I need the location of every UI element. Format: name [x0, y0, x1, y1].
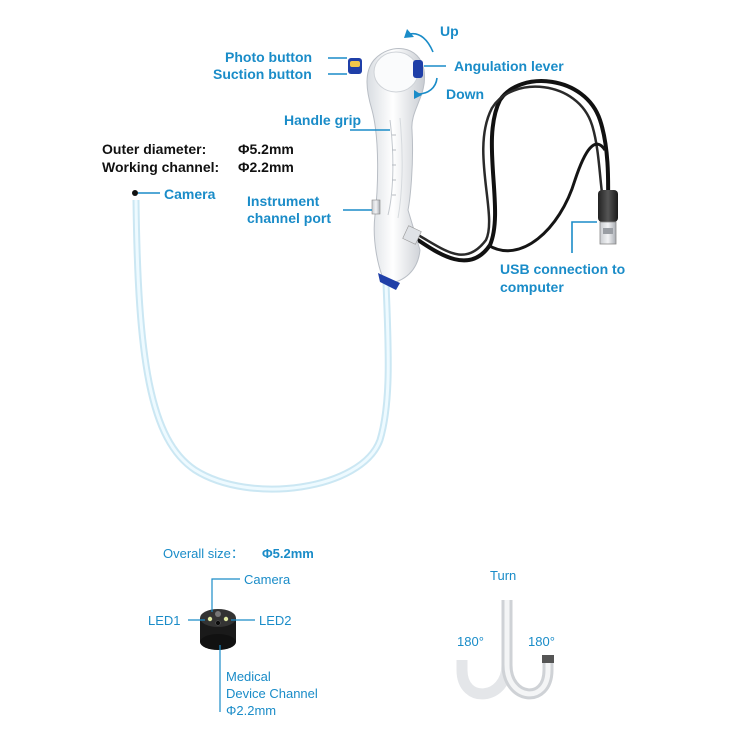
turn-detail: Turn 180° 180° [456, 568, 555, 700]
working-channel-label: Working channel: [102, 159, 219, 175]
instrument-port-label-line1: Instrument [247, 193, 320, 209]
channel-label-line1: Medical [226, 669, 271, 684]
working-channel-value: Φ2.2mm [238, 159, 294, 175]
tip-face [200, 609, 236, 627]
led2-label: LED2 [259, 613, 292, 628]
insertion-tube [132, 199, 392, 493]
endoscope-handle [348, 48, 426, 290]
angulation-lever-label: Angulation lever [454, 58, 564, 74]
led1-label: LED1 [148, 613, 181, 628]
down-arrow-icon [417, 77, 438, 95]
outer-diameter-label: Outer diameter: [102, 141, 206, 157]
turn-title: Turn [490, 568, 516, 583]
handle-grip-label: Handle grip [284, 112, 361, 128]
suction-button-label: Suction button [213, 66, 312, 82]
turn-left-angle: 180° [457, 634, 484, 649]
camera-tip-dot [132, 190, 138, 196]
usb-cable [413, 79, 611, 263]
channel-label-line2: Device Channel [226, 686, 318, 701]
photo-button-label: Photo button [225, 49, 312, 65]
instrument-port-label-line2: channel port [247, 210, 331, 226]
up-arrow-icon [409, 32, 434, 53]
tip-detail: Overall size： Φ5.2mm Camera LED1 LED2 Me… [148, 546, 318, 718]
tip-camera-label: Camera [244, 572, 291, 587]
channel-label-line3: Φ2.2mm [226, 703, 276, 718]
instrument-port-part [371, 199, 381, 215]
turn-right-angle: 180° [528, 634, 555, 649]
outer-diameter-value: Φ5.2mm [238, 141, 294, 157]
overall-size-label: Overall size： [163, 546, 244, 561]
camera-label: Camera [164, 186, 216, 202]
overall-size-value: Φ5.2mm [262, 546, 314, 561]
angulation-lever-part [413, 60, 423, 78]
usb-plug [598, 190, 618, 245]
usb-label-line2: computer [500, 279, 564, 295]
usb-label-line1: USB connection to [500, 261, 625, 277]
up-label: Up [440, 23, 459, 39]
down-label: Down [446, 86, 484, 102]
